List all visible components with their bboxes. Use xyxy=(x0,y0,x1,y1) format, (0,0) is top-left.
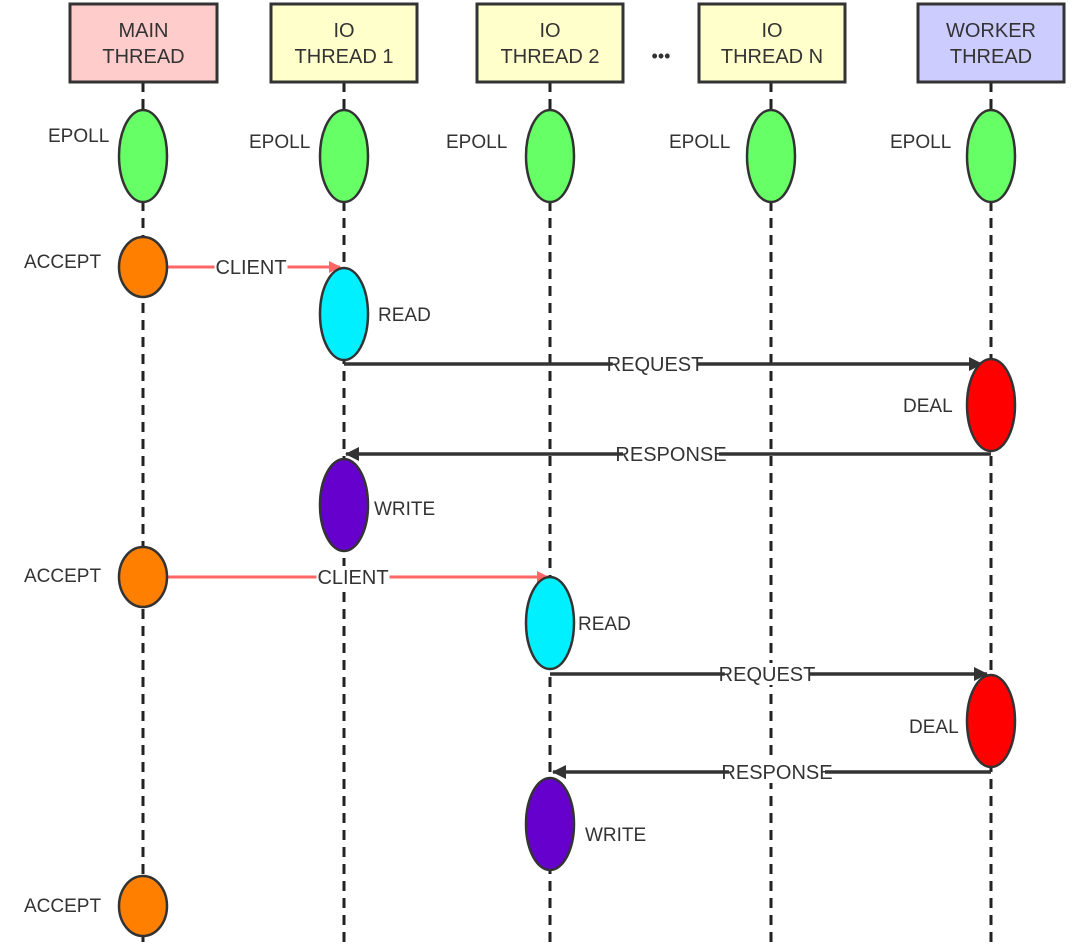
activation-label: DEAL xyxy=(903,396,953,417)
activation-label: EPOLL xyxy=(669,132,730,153)
thread-header-worker: WORKER THREAD xyxy=(916,2,1066,84)
activation-shape xyxy=(318,457,370,553)
thread-header-line1: IO xyxy=(539,20,560,42)
message-response-1: RESPONSE xyxy=(345,443,991,466)
activation-label: WRITE xyxy=(585,825,646,846)
thread-header-line2: THREAD 1 xyxy=(295,46,394,68)
activation-io1-read: READ xyxy=(318,266,431,362)
activation-shape xyxy=(318,266,370,362)
activation-label: ACCEPT xyxy=(24,896,101,917)
message-label-bg xyxy=(729,761,825,783)
activation-shape xyxy=(117,235,169,299)
activation-ion-epoll: EPOLL xyxy=(669,108,797,204)
activation-label: READ xyxy=(578,614,631,635)
activation-label: ACCEPT xyxy=(24,252,101,273)
thread-header-box xyxy=(269,2,419,84)
thread-header-line2: THREAD xyxy=(950,46,1032,68)
message-label-bg xyxy=(724,663,810,685)
message-response-2: RESPONSE xyxy=(552,761,991,784)
thread-header-main: MAIN THREAD xyxy=(68,2,219,84)
thread-header-box xyxy=(697,2,847,84)
activation-shape xyxy=(524,575,576,671)
thread-header-line1: IO xyxy=(761,20,782,42)
message-label: CLIENT xyxy=(317,567,388,589)
activation-shape xyxy=(117,874,169,938)
message-label: RESPONSE xyxy=(721,762,832,784)
message-label-bg xyxy=(214,256,288,278)
thread-header-line1: WORKER xyxy=(946,20,1036,42)
message-client-2: CLIENT xyxy=(165,566,549,589)
activation-shape xyxy=(524,776,576,872)
message-label-bg xyxy=(612,353,698,375)
activation-label: EPOLL xyxy=(48,126,109,147)
activation-label: DEAL xyxy=(909,717,959,738)
thread-header-box xyxy=(475,2,625,84)
activation-worker-epoll: EPOLL xyxy=(890,108,1017,204)
activation-shape xyxy=(965,357,1017,453)
message-label-bg xyxy=(316,566,390,588)
message-request-2: REQUEST xyxy=(550,663,988,686)
thread-header-io2: IO THREAD 2 xyxy=(475,2,625,84)
thread-header-io1: IO THREAD 1 xyxy=(269,2,419,84)
activation-shape xyxy=(745,108,797,204)
activation-shape xyxy=(117,108,169,204)
activation-label: EPOLL xyxy=(890,132,951,153)
message-label: REQUEST xyxy=(607,354,704,376)
activation-worker-deal-2: DEAL xyxy=(909,673,1017,769)
activation-main-epoll: EPOLL xyxy=(48,108,169,204)
message-client-1: CLIENT xyxy=(165,256,341,279)
activation-main-accept-3: ACCEPT xyxy=(24,874,169,938)
ellipsis-dots: ••• xyxy=(652,46,671,66)
thread-header-line2: THREAD xyxy=(102,46,184,68)
activation-shape xyxy=(318,108,370,204)
activation-shape xyxy=(965,108,1017,204)
activation-label: WRITE xyxy=(374,499,435,520)
thread-header-box xyxy=(916,2,1066,84)
activation-io2-read: READ xyxy=(524,575,631,671)
thread-header-line1: MAIN xyxy=(119,20,169,42)
activation-main-accept-1: ACCEPT xyxy=(24,235,169,299)
activation-io1-write: WRITE xyxy=(318,457,435,553)
activation-io2-write: WRITE xyxy=(524,776,646,872)
thread-header-ion: IO THREAD N xyxy=(697,2,847,84)
activation-io1-epoll: EPOLL xyxy=(249,108,370,204)
activation-label: ACCEPT xyxy=(24,566,101,587)
activation-shape xyxy=(524,108,576,204)
message-label: CLIENT xyxy=(215,257,286,279)
activation-io2-epoll: EPOLL xyxy=(446,108,576,204)
activation-worker-deal-1: DEAL xyxy=(903,357,1017,453)
thread-header-box xyxy=(68,2,219,84)
message-request-1: REQUEST xyxy=(344,353,983,376)
message-label: REQUEST xyxy=(719,664,816,686)
activation-main-accept-2: ACCEPT xyxy=(24,545,169,609)
thread-header-line2: THREAD 2 xyxy=(501,46,600,68)
thread-header-line2: THREAD N xyxy=(721,46,823,68)
activation-label: EPOLL xyxy=(249,132,310,153)
activation-label: READ xyxy=(378,305,431,326)
message-label: RESPONSE xyxy=(615,444,726,466)
activation-shape xyxy=(117,545,169,609)
message-label-bg xyxy=(623,443,719,465)
activation-shape xyxy=(965,673,1017,769)
activation-label: EPOLL xyxy=(446,132,507,153)
thread-header-line1: IO xyxy=(333,20,354,42)
